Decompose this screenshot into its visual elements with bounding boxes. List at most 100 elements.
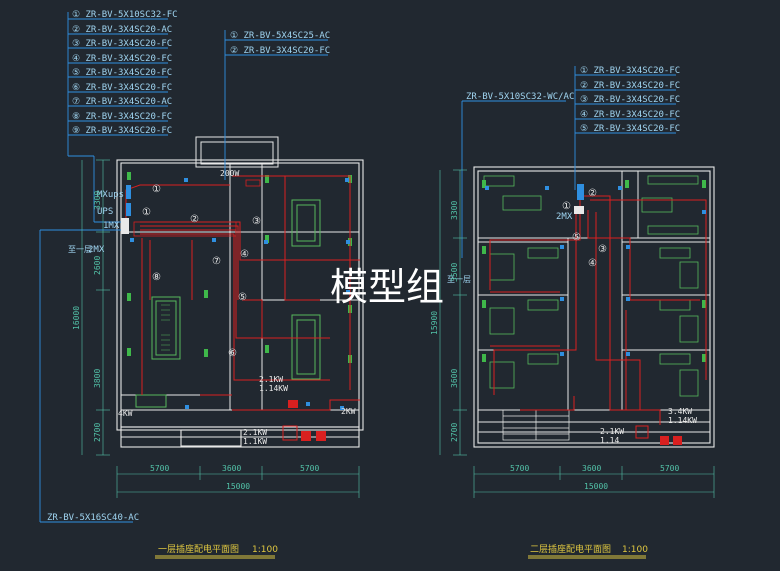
left-drawing-scale: 1:100 <box>252 545 278 555</box>
left-equipment <box>135 199 321 408</box>
dim-vertical: 2700 <box>93 423 102 442</box>
dim-vertical: 2700 <box>450 423 459 442</box>
circuit-number: ② <box>190 214 199 225</box>
left-outer-walls <box>116 159 364 448</box>
right-panels <box>574 184 682 445</box>
dim-horizontal: 3600 <box>222 464 241 473</box>
circuit-number: ⑤ <box>572 232 581 243</box>
dim-horizontal: 5700 <box>300 464 319 473</box>
right-circuit-numbers: ① ② ③ ④ ⑤ <box>562 188 607 269</box>
circuit-number: ③ <box>598 244 607 255</box>
left-roof-stair-tower <box>195 136 279 168</box>
left-equipment-hatch <box>161 304 170 351</box>
left-legend-item: ③ ZR-BV-3X4SC20-FC <box>72 39 172 49</box>
dim-vertical: 3300 <box>93 191 102 210</box>
left-panels <box>121 179 326 441</box>
right-legend-item: ① ZR-BV-3X4SC20-FC <box>580 66 680 76</box>
dim-vertical: 3500 <box>450 263 459 282</box>
incoming-label: 至一层 <box>68 245 92 254</box>
panel-label-mxups: MXups <box>97 190 124 200</box>
panel-label-2mx: 2MX <box>88 245 105 255</box>
left-columns <box>127 172 352 363</box>
dim-horizontal: 5700 <box>510 464 529 473</box>
left-circuit-numbers: ① ② ③ ④ ⑤ ⑥ ⑦ ⑧ ① <box>142 184 261 359</box>
right-drawing-scale: 1:100 <box>622 545 648 555</box>
right-columns <box>482 180 706 362</box>
left-interior-walls <box>121 163 359 411</box>
dim-horizontal: 5700 <box>660 464 679 473</box>
dim-vertical: 15900 <box>430 311 439 335</box>
circuit-number: ⑦ <box>212 256 221 267</box>
dim-vertical: 16000 <box>72 306 81 330</box>
right-legend-item: ⑤ ZR-BV-3X4SC20-FC <box>580 124 680 134</box>
left-dimension-text: 5700 3600 5700 15000 3300 2600 16000 380… <box>72 191 319 491</box>
dimension-lines <box>81 159 715 498</box>
mid-legend-item: ① ZR-BV-5X4SC25-AC <box>230 31 330 41</box>
circuit-number: ③ <box>252 216 261 227</box>
right-furniture <box>483 175 699 397</box>
mid-legend: ① ZR-BV-5X4SC25-AC ② ZR-BV-3X4SC20-FC <box>230 31 330 56</box>
dim-vertical: 2600 <box>93 256 102 275</box>
left-legend-item: ① ZR-BV-5X10SC32-FC <box>72 10 178 20</box>
dim-total: 15000 <box>226 482 250 491</box>
circuit-number: ② <box>588 188 597 199</box>
circuit-number: ① <box>562 201 571 212</box>
power-label-200w: 200W <box>220 169 239 178</box>
left-floor-plan <box>116 136 364 448</box>
drawing-titles: 一层插座配电平面图 1:100 二层插座配电平面图 1:100 <box>158 543 648 555</box>
right-dimension-text: 5700 3600 5700 15000 3300 3500 15900 360… <box>430 201 679 491</box>
circuit-number: ① <box>142 207 151 218</box>
load-label-4kw: 4KW <box>118 409 133 418</box>
circuit-number: ④ <box>588 258 597 269</box>
left-legend-item: ⑦ ZR-BV-3X4SC20-AC <box>72 97 172 107</box>
right-legend-item: ③ ZR-BV-3X4SC20-FC <box>580 95 680 105</box>
circuit-number: ④ <box>240 249 249 260</box>
right-main-cable-label: ZR-BV-5X10SC32-WC/AC <box>466 92 574 102</box>
dim-vertical: 3600 <box>450 369 459 388</box>
incoming-label: 至一层 <box>447 275 471 284</box>
right-legend-item: ④ ZR-BV-3X4SC20-FC <box>580 110 680 120</box>
panel-label-2mx: 2MX <box>556 212 573 222</box>
annotation-leaders <box>39 12 676 523</box>
left-legend-item: ⑤ ZR-BV-3X4SC20-FC <box>72 68 172 78</box>
left-circuit-cables <box>125 175 360 411</box>
circuit-number: ⑥ <box>228 348 237 359</box>
left-legend: ① ZR-BV-5X10SC32-FC ② ZR-BV-3X4SC20-AC ③… <box>72 10 178 136</box>
circuit-number: ⑧ <box>152 272 161 283</box>
panel-label-1mx: 1MX <box>103 221 120 231</box>
dim-vertical: 3300 <box>450 201 459 220</box>
right-legend: ① ZR-BV-3X4SC20-FC ② ZR-BV-3X4SC20-FC ③ … <box>580 66 680 134</box>
right-sockets <box>485 186 706 356</box>
right-floor-plan <box>473 166 715 448</box>
dim-horizontal: 5700 <box>150 464 169 473</box>
left-legend-item: ⑧ ZR-BV-3X4SC20-FC <box>72 112 172 122</box>
left-legend-item: ④ ZR-BV-3X4SC20-FC <box>72 54 172 64</box>
dim-vertical: 3800 <box>93 369 102 388</box>
load-label-2kw: 2KW <box>341 407 356 416</box>
right-legend-item: ② ZR-BV-3X4SC20-FC <box>580 81 680 91</box>
right-circuit-cables <box>489 195 707 425</box>
bottom-left-cable-label: ZR-BV-5X16SC40-AC <box>47 513 139 523</box>
left-drawing-title: 一层插座配电平面图 <box>158 543 239 555</box>
panel-label-ups: UPS <box>97 207 113 217</box>
left-legend-item: ⑨ ZR-BV-3X4SC20-FC <box>72 126 172 136</box>
dim-horizontal: 3600 <box>582 464 601 473</box>
left-plan-labels: MXups UPS 1MX 2MX 至一层 200W 4KW 2KW <box>68 169 356 418</box>
watermark: 模型组 <box>330 265 444 309</box>
left-legend-item: ⑥ ZR-BV-3X4SC20-FC <box>72 83 172 93</box>
left-sockets <box>130 178 350 410</box>
mid-legend-item: ② ZR-BV-3X4SC20-FC <box>230 46 330 56</box>
right-interior-walls <box>478 171 710 411</box>
dim-total: 15000 <box>584 482 608 491</box>
right-drawing-title: 二层插座配电平面图 <box>530 543 611 555</box>
right-outer-walls <box>473 166 715 448</box>
circuit-number: ① <box>152 184 161 195</box>
title-underlines <box>155 555 646 559</box>
